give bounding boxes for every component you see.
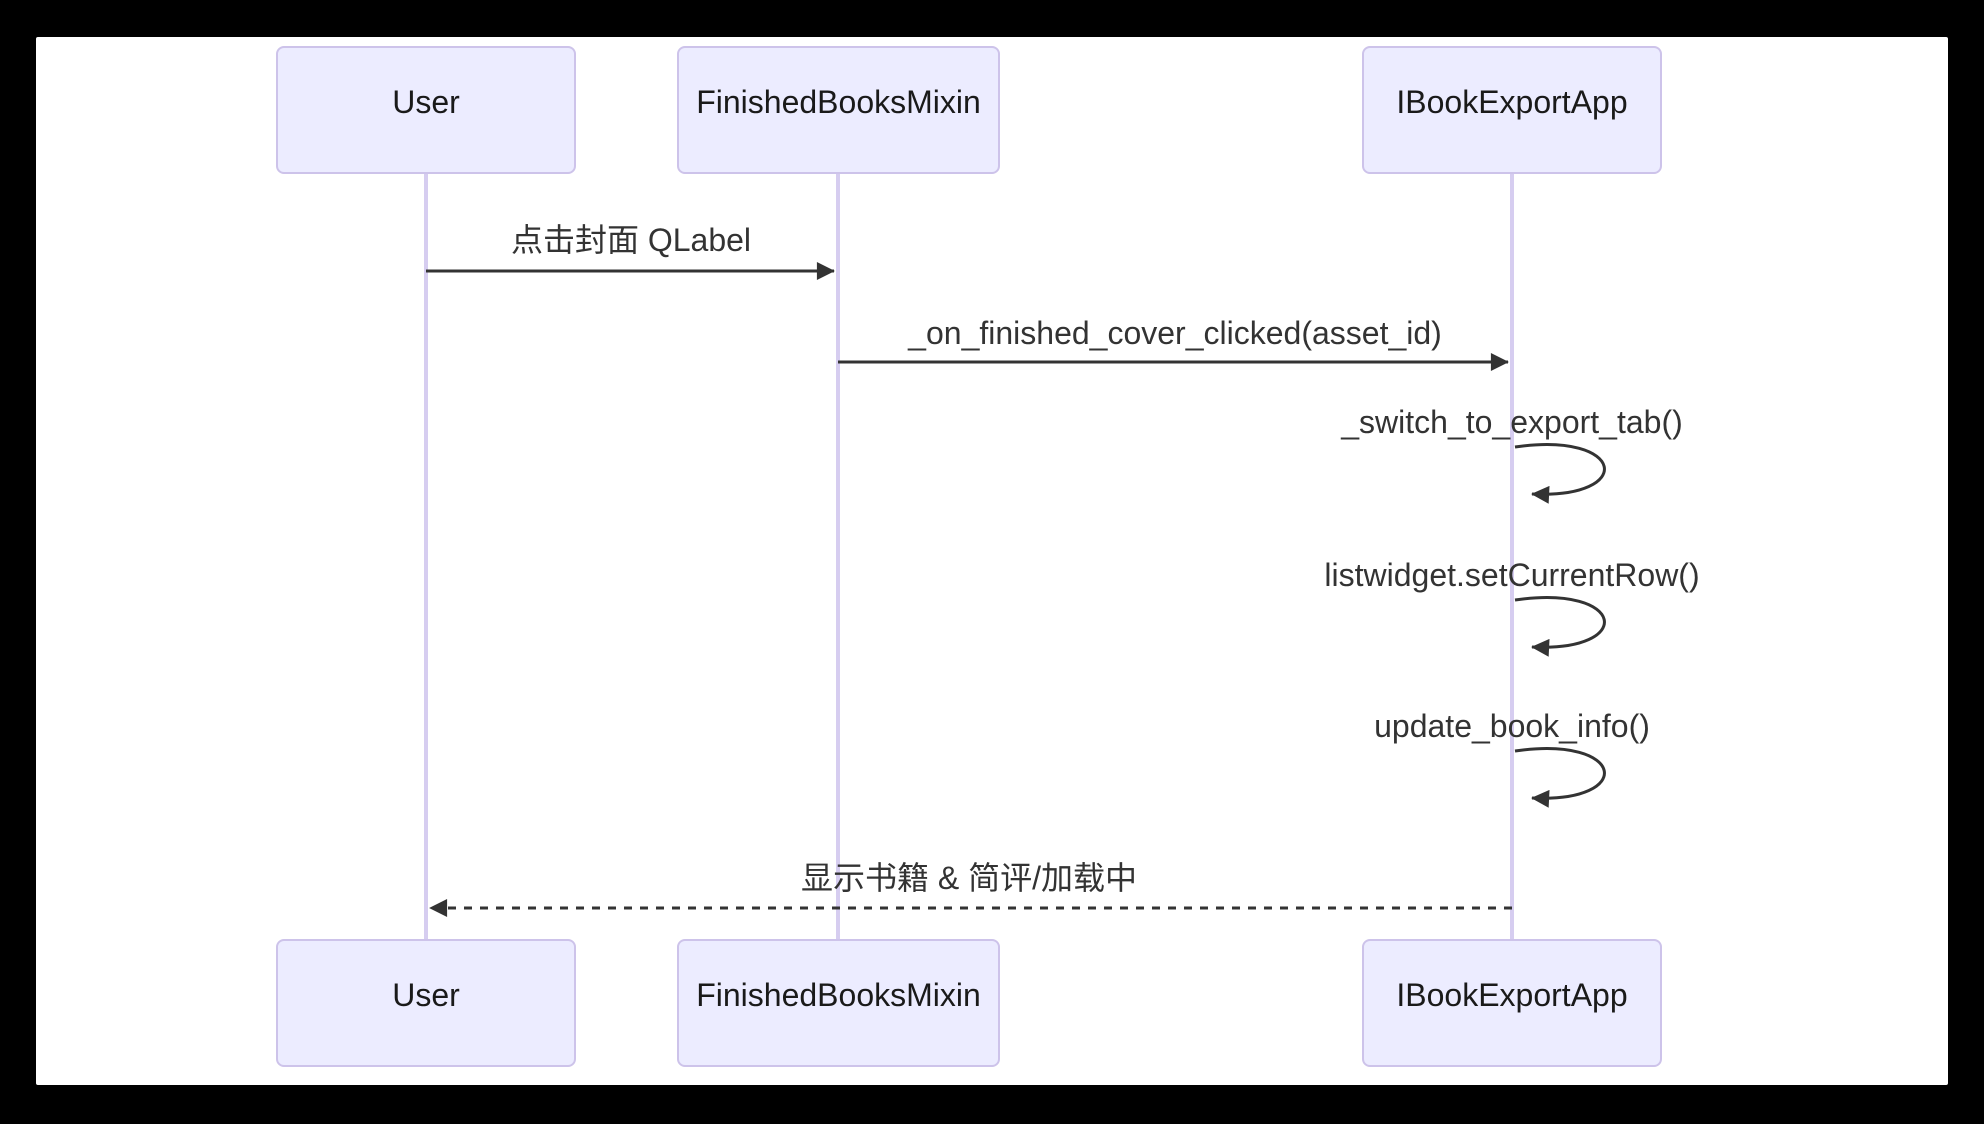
actor-top-user: User bbox=[276, 46, 576, 174]
message-label-listwidget-set-current-row: listwidget.setCurrentRow() bbox=[1324, 557, 1700, 593]
actor-top-ibook-export-app: IBookExportApp bbox=[1362, 46, 1662, 174]
actor-bottom-user: User bbox=[276, 939, 576, 1067]
message-label-switch-to-export-tab: _switch_to_export_tab() bbox=[1341, 404, 1683, 440]
actor-top-finished-books-mixin: FinishedBooksMixin bbox=[677, 46, 1000, 174]
actor-label: FinishedBooksMixin bbox=[696, 976, 981, 1013]
message-label-on-finished-cover-clicked: _on_finished_cover_clicked(asset_id) bbox=[908, 315, 1442, 351]
message-label-update-book-info: update_book_info() bbox=[1374, 708, 1650, 744]
message-label-show-book-loading: 显示书籍 & 简评/加载中 bbox=[800, 860, 1138, 896]
actor-label: IBookExportApp bbox=[1396, 976, 1628, 1013]
message-label-click-cover: 点击封面 QLabel bbox=[510, 222, 752, 258]
diagram-canvas: User FinishedBooksMixin IBookExportApp U… bbox=[36, 37, 1948, 1085]
actor-label: User bbox=[392, 976, 460, 1013]
self-loop-arrow-3 bbox=[1514, 747, 1606, 808]
sequence-diagram-graphics bbox=[424, 174, 1606, 939]
actor-bottom-ibook-export-app: IBookExportApp bbox=[1362, 939, 1662, 1067]
actor-label: IBookExportApp bbox=[1396, 83, 1628, 120]
actor-label: User bbox=[392, 83, 460, 120]
actor-label: FinishedBooksMixin bbox=[696, 83, 981, 120]
self-loop-arrow-1 bbox=[1514, 443, 1606, 504]
actor-bottom-finished-books-mixin: FinishedBooksMixin bbox=[677, 939, 1000, 1067]
self-loop-arrow-2 bbox=[1514, 596, 1606, 657]
